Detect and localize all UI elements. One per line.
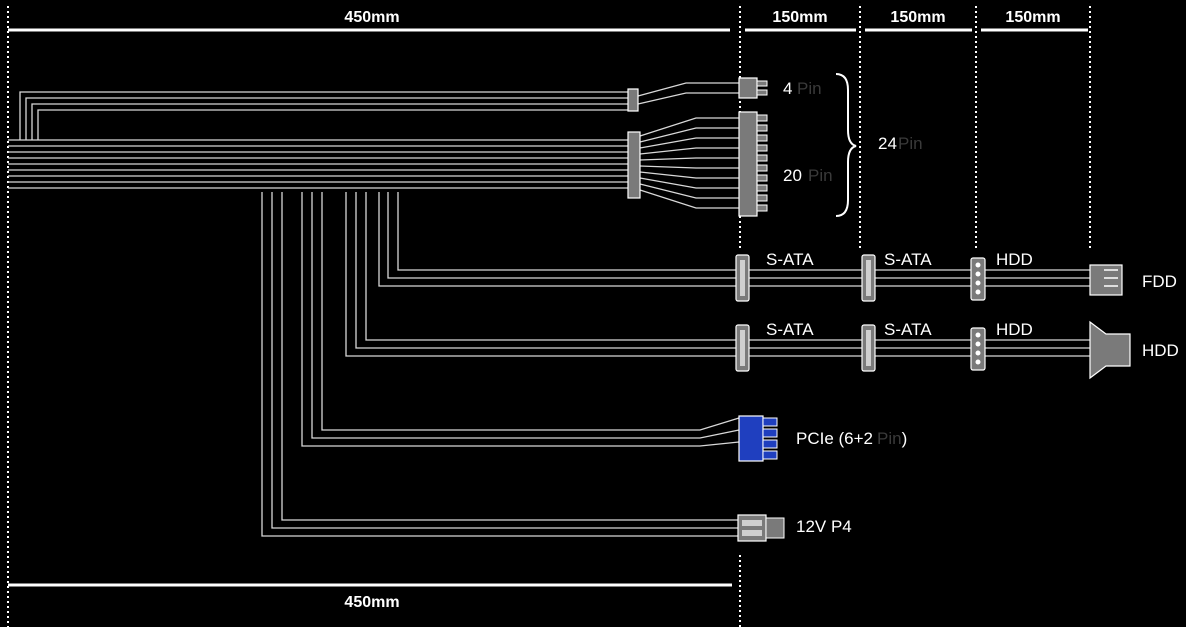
wire-20pin-fan — [639, 147, 739, 155]
wire-row2 — [345, 192, 1090, 357]
row2-label-sata-b: S-ATA — [884, 320, 932, 339]
wire-p4 — [261, 192, 738, 537]
fdd-connector — [1089, 264, 1123, 296]
wire-row1 — [397, 192, 1090, 271]
atx-20pin-connector — [627, 111, 768, 217]
atx20-pin — [756, 204, 768, 212]
wire-20pin-fan — [639, 117, 739, 137]
atx20-pin — [756, 154, 768, 162]
wire-4pin — [31, 103, 628, 140]
atx-24pin-number: 24 — [878, 134, 897, 153]
wire-row2 — [355, 192, 1090, 349]
wire-pcie — [311, 192, 740, 439]
sata-connector-row1-b — [861, 254, 876, 302]
dim-label-150-a: 150mm — [772, 9, 827, 26]
atx20-pin — [756, 194, 768, 202]
wire-pcie — [301, 192, 740, 447]
atx-24pin-unit: Pin — [898, 134, 923, 153]
hdd-molex-row1 — [970, 257, 986, 301]
atx-4pin-unit: Pin — [797, 79, 822, 98]
wire-row1 — [378, 192, 1090, 287]
row2-label-hdd-end: HDD — [1142, 341, 1179, 360]
sata-connector-row1-a — [735, 254, 750, 302]
wire-20pin-fan — [639, 157, 739, 161]
atx20-pin — [756, 114, 768, 122]
wire-p4 — [271, 192, 738, 529]
wire-20pin-fan — [639, 127, 739, 143]
atx-4pin-connector — [627, 77, 768, 112]
wire-4pin — [37, 109, 628, 140]
row1-label-sata-a: S-ATA — [766, 250, 814, 269]
brace-icon — [835, 73, 857, 217]
atx-4pin-number: 4 — [783, 79, 792, 98]
atx20-pin — [756, 124, 768, 132]
sata-connector-row2-b — [861, 324, 876, 372]
row1-label-hdd: HDD — [996, 250, 1033, 269]
wire-4pin — [25, 97, 628, 140]
wire-20pin-fan — [639, 183, 739, 199]
dimension-lines — [8, 28, 1088, 587]
wire-row2 — [365, 192, 1090, 341]
atx-20pin-number: 20 — [783, 166, 802, 185]
wire-4pin — [19, 91, 628, 140]
p4-label: 12V P4 — [796, 517, 852, 536]
wire-20pin-fan — [639, 189, 739, 209]
p4-12v-connector — [737, 514, 785, 542]
wire-p4 — [281, 192, 738, 521]
wire-20pin-fan — [639, 165, 739, 169]
pcie-connector — [738, 415, 778, 462]
wire-20pin-fan — [639, 177, 739, 189]
wire-20pin-fan — [639, 171, 739, 179]
atx20-pin — [756, 144, 768, 152]
sata-connector-row2-a — [735, 324, 750, 372]
dim-label-450-bottom: 450mm — [344, 594, 399, 611]
hdd-molex-row2 — [970, 327, 986, 371]
atx20-pin — [756, 184, 768, 192]
wire-4pin-fan — [637, 82, 739, 97]
atx-20pin-unit: Pin — [808, 166, 833, 185]
dim-label-150-b: 150mm — [890, 9, 945, 26]
wire-20pin-fan — [639, 137, 739, 149]
row1-label-sata-b: S-ATA — [884, 250, 932, 269]
dim-label-450-top: 450mm — [344, 9, 399, 26]
hdd-molex-end-connector — [1089, 320, 1131, 380]
wire-pcie — [321, 192, 740, 431]
dimension-guides — [7, 6, 1091, 627]
row1-label-fdd: FDD — [1142, 272, 1177, 291]
row2-label-hdd: HDD — [996, 320, 1033, 339]
wire-4pin-fan — [637, 92, 739, 105]
cable-wires — [8, 82, 1090, 537]
dim-label-150-c: 150mm — [1005, 9, 1060, 26]
atx20-pin — [756, 164, 768, 172]
wire-row1 — [387, 192, 1090, 279]
row2-label-sata-a: S-ATA — [766, 320, 814, 339]
atx20-pin — [756, 174, 768, 182]
atx20-pin — [756, 134, 768, 142]
